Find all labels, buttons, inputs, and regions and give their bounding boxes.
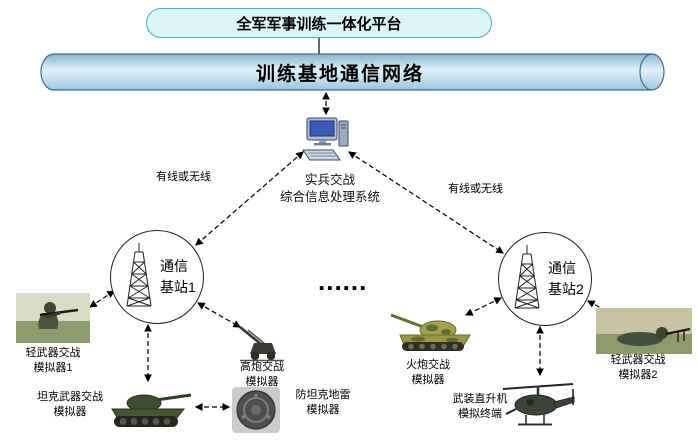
device-label-line2: 模拟终端: [458, 408, 502, 420]
processor-label-line1: 实兵交战: [304, 173, 355, 187]
link-label-right: 有线或无线: [448, 183, 503, 195]
station-2-circle: 通信 基站2: [498, 232, 592, 326]
tank-photo-icon: [104, 384, 192, 435]
network-label: 训练基地通信网络: [255, 63, 424, 85]
stations-ellipsis: ......: [318, 266, 368, 296]
processor-label: 实兵交战 综合信息处理系统: [258, 172, 402, 206]
soldier-photo-icon: [596, 308, 692, 359]
link-processor-station2: [348, 151, 504, 254]
anti-tank-mine-icon: [232, 387, 280, 438]
device-label: 轻武器交战 模拟器2: [596, 353, 680, 383]
device-label: 轻武器交战 模拟器1: [8, 346, 98, 376]
device-label-line1: 防坦克地雷: [295, 389, 351, 401]
device-label-line2: 模拟器: [245, 376, 279, 388]
platform-box: 全军军事训练一体化平台: [146, 8, 492, 38]
station-2-label-line1: 通信: [548, 260, 576, 276]
device-label: 武装直升机 模拟终端: [438, 392, 522, 422]
device-label-line1: 火炮交战: [406, 359, 450, 371]
self-propelled-artillery-icon: [386, 308, 474, 357]
platform-label: 全军军事训练一体化平台: [236, 15, 402, 33]
network-cylinder: 训练基地通信网络: [40, 53, 666, 91]
device-label-line1: 轻武器交战: [25, 347, 81, 359]
device-label: 高炮交战 模拟器: [224, 360, 300, 390]
station-1-circle: 通信 基站1: [110, 230, 204, 324]
device-label-line1: 武装直升机: [452, 393, 508, 405]
device-label-line2: 模拟器2: [618, 369, 658, 381]
radio-tower-icon: [514, 245, 540, 309]
station-1-label: 通信 基站1: [160, 256, 196, 298]
link-station2-artillery: [464, 297, 503, 316]
radio-tower-icon: [126, 243, 152, 307]
cylinder-shape: [40, 53, 665, 91]
device-label: 坦克武器交战 模拟器: [18, 390, 122, 420]
device-label-line1: 轻武器交战: [610, 354, 666, 366]
link-station1-lightweapon1: [89, 290, 115, 308]
attack-helicopter-icon: [500, 378, 578, 441]
device-label-line1: 坦克武器交战: [37, 391, 103, 403]
link-station1-aagun: [196, 302, 242, 328]
station-2-label-line2: 基站2: [548, 281, 584, 297]
link-label-left: 有线或无线: [156, 171, 211, 183]
device-label-line1: 高炮交战: [240, 361, 284, 373]
soldier-photo-icon: [16, 293, 90, 348]
station-1-label-line1: 通信: [160, 258, 188, 274]
anti-aircraft-gun-icon: [228, 324, 292, 367]
device-label-line2: 模拟器: [53, 406, 87, 418]
device-label: 火炮交战 模拟器: [390, 358, 466, 388]
device-label-line2: 模拟器1: [33, 362, 73, 374]
device-label-line2: 模拟器: [306, 404, 340, 416]
device-label: 防坦克地雷 模拟器: [284, 388, 362, 418]
computer-workstation-icon: [300, 116, 350, 169]
processor-label-line2: 综合信息处理系统: [279, 190, 380, 204]
station-1-label-line2: 基站1: [160, 279, 196, 295]
station-2-label: 通信 基站2: [548, 258, 584, 300]
device-label-line2: 模拟器: [411, 374, 445, 386]
